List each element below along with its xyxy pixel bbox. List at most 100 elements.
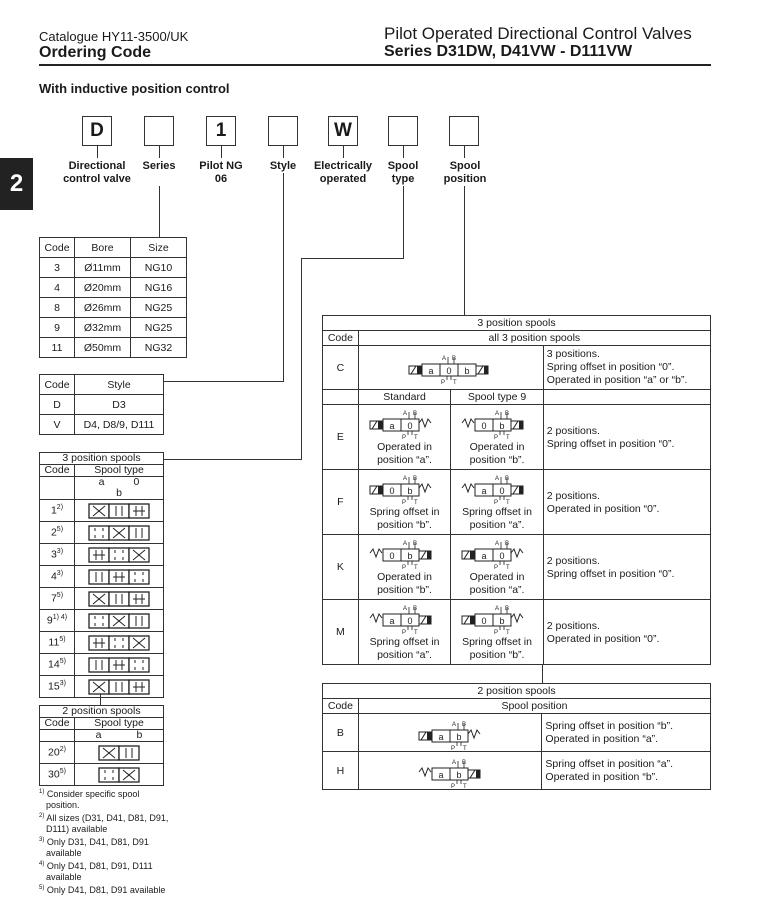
symbol-cell: a0bABPT xyxy=(357,345,544,390)
spool-footnote-ref: 3) xyxy=(56,570,64,578)
blank-cell xyxy=(39,476,75,500)
size-ng: NG16 xyxy=(130,277,187,298)
size-bore: Ø26mm xyxy=(74,297,131,318)
footnote-mark: 4) xyxy=(39,861,45,867)
table-row: 305) xyxy=(39,763,164,786)
connector-line xyxy=(283,146,284,158)
table-row: 75) xyxy=(39,587,164,610)
size-bore: Ø32mm xyxy=(74,317,131,338)
footnote: 3) Only D31, D41, D81, D91 available xyxy=(39,835,169,859)
symbol-caption: Operated in xyxy=(377,441,432,453)
size-code: 9 xyxy=(39,317,75,338)
spool-code-value: 3 xyxy=(50,548,57,561)
size-bore: Ø20mm xyxy=(74,277,131,298)
svg-text:P: P xyxy=(441,380,445,386)
svg-text:T: T xyxy=(463,746,467,750)
spool-code: 305) xyxy=(39,763,75,786)
svg-text:A: A xyxy=(495,541,499,547)
size-header-code: Code xyxy=(39,237,75,258)
spool-code: 202) xyxy=(39,741,75,764)
svg-text:0: 0 xyxy=(446,366,451,376)
svg-text:P: P xyxy=(494,565,498,571)
spool3-code-header: Code xyxy=(39,464,75,477)
svg-text:a: a xyxy=(389,421,394,431)
size-bore: Ø11mm xyxy=(74,257,131,278)
spool-code-value: 15 xyxy=(48,680,60,693)
valve-symbol-icon: 0bABPT xyxy=(369,541,431,571)
svg-text:A: A xyxy=(495,411,499,417)
desc-line: Spring offset in position “0”. xyxy=(546,361,675,373)
table-row: B abABPT Spring offset in position “b”. … xyxy=(322,713,711,752)
spool-footnote-ref: 5) xyxy=(56,592,64,600)
label-style: Style xyxy=(269,160,297,172)
style-code: V xyxy=(39,414,75,435)
spool-code-value: 7 xyxy=(50,592,57,605)
pos-b: b xyxy=(116,487,122,499)
chapter-tab: 2 xyxy=(0,158,33,210)
svg-text:b: b xyxy=(500,616,505,626)
symbol-caption: Spring offset in xyxy=(462,506,532,518)
spool-code: 153) xyxy=(39,675,75,698)
svg-text:P: P xyxy=(494,435,498,441)
desc-line: Operated in position “0”. xyxy=(546,503,660,515)
symbol-cell: abABPT xyxy=(357,751,543,790)
size-table: Code Bore Size 3 Ø11mm NG10 4 Ø20mm NG16… xyxy=(39,237,187,358)
position-desc: Spring offset in position “b”. Operated … xyxy=(541,713,711,752)
table-row: 43) xyxy=(39,565,164,588)
spool3-title: 3 position spools xyxy=(39,452,164,465)
spool-type-icon xyxy=(88,678,150,695)
svg-text:A: A xyxy=(452,760,456,766)
footnote-mark: 5) xyxy=(39,885,45,891)
svg-text:a: a xyxy=(439,770,444,780)
svg-text:b: b xyxy=(407,486,412,496)
spool-type-icon xyxy=(88,568,150,585)
spool-footnote-ref: 3) xyxy=(59,680,66,688)
footnote-text: Only D41, D81, D91 available xyxy=(46,885,166,895)
valve-symbol-icon: abABPT xyxy=(418,722,481,750)
svg-text:T: T xyxy=(414,500,418,506)
desc-line: 2 positions. xyxy=(546,425,600,437)
spool-symbol-cell xyxy=(74,609,164,632)
style-value: D3 xyxy=(74,394,164,415)
symbol-caption: Operated in xyxy=(469,441,525,453)
style-header-style: Style xyxy=(74,374,164,395)
svg-text:A: A xyxy=(403,541,407,547)
connector-line xyxy=(343,146,344,158)
label-electric: Electrically operated xyxy=(313,160,373,185)
valve-symbol-icon: 0bABPT xyxy=(369,476,431,506)
section-title: Ordering Code xyxy=(39,44,152,61)
table-row: 8 Ø26mm NG25 xyxy=(39,297,187,318)
svg-text:a: a xyxy=(482,486,487,496)
size-header-bore: Bore xyxy=(74,237,131,258)
spool-symbol-cell xyxy=(74,521,164,544)
position3-table: 3 position spools Code all 3 position sp… xyxy=(322,315,712,665)
table-row: 33) xyxy=(39,543,164,566)
footnotes: 1) Consider specific spool position. 2) … xyxy=(39,787,169,896)
spool-code: 145) xyxy=(39,653,75,676)
svg-text:0: 0 xyxy=(500,486,505,496)
svg-text:b: b xyxy=(500,421,505,431)
desc-line: 2 positions. xyxy=(546,555,600,567)
spool-code-value: 20 xyxy=(48,746,60,759)
size-bore: Ø50mm xyxy=(74,337,131,358)
position-code: M xyxy=(322,599,359,665)
svg-text:T: T xyxy=(463,784,467,788)
connector-line xyxy=(97,146,98,158)
spool-footnote-ref: 5) xyxy=(59,636,66,644)
svg-text:T: T xyxy=(453,380,457,386)
spool-type-icon xyxy=(88,524,150,541)
svg-text:P: P xyxy=(451,784,455,788)
svg-text:P: P xyxy=(494,500,498,506)
table-row: 11 Ø50mm NG32 xyxy=(39,337,187,358)
symbol-caption: position “b”. xyxy=(377,519,432,531)
style-header-code: Code xyxy=(39,374,75,395)
desc-line: 3 positions. xyxy=(546,348,600,360)
spool-footnote-ref: 5) xyxy=(59,768,66,776)
size-code: 8 xyxy=(39,297,75,318)
